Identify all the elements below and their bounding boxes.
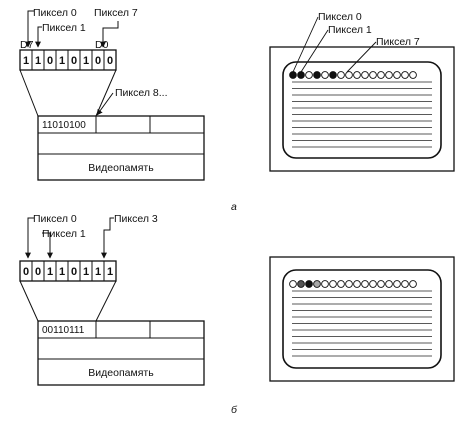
bit-d5: 1 [47,266,53,278]
screen-pixel [401,71,409,79]
screen-pixel [409,71,417,79]
bit-d2: 1 [83,266,89,278]
bit-d2: 1 [83,55,89,67]
funnel-right [95,280,117,322]
label-pixel-8: Пиксел 8... [115,87,168,99]
screen-pixel [289,280,297,288]
screen-label-pixel-7: Пиксел 7 [376,36,420,48]
funnel-right [95,69,117,117]
byte-bits: 0 0 1 1 0 1 1 1 [23,266,113,278]
screen-pixel [313,71,321,79]
bit-d0: 0 [107,55,113,67]
register-value: 00110111 [42,325,85,336]
caption-a: а [231,201,237,213]
bit-d4: 1 [59,266,65,278]
label-pixel-0: Пиксел 0 [33,213,77,225]
bit-d4: 1 [59,55,65,67]
screen-pixel [297,280,305,288]
bit-d3: 0 [71,55,77,67]
arrow-pixel-3 [101,217,114,259]
screen-pixel [345,71,353,79]
screen-pixel [393,280,401,288]
screen-pixel [321,280,329,288]
screen-pixel [337,280,345,288]
screen-pixel [289,71,297,79]
bit-d6: 0 [35,266,41,278]
caption-b: б [231,404,238,416]
screen-pixel [337,71,345,79]
screen-leader-pixel-1 [300,29,329,73]
label-pixel-7: Пиксел 7 [94,7,138,19]
arrow-pixel-7 [100,21,119,48]
bit-d5: 0 [47,55,53,67]
screen-pixel [361,71,369,79]
screen-pixel [385,280,393,288]
bit-d7: 0 [23,266,29,278]
funnel-left [19,69,39,117]
arrow-pixel-8 [96,92,114,116]
arrow-pixel-0 [25,10,34,48]
byte-dividers [31,50,105,70]
screen-scanlines [292,290,432,357]
screen-pixel [345,280,353,288]
register-value: 11010100 [42,120,86,131]
bit-d6: 1 [35,55,41,67]
byte-bits: 1 1 0 1 0 1 0 0 [23,55,113,67]
video-memory-label: Видеопамять [88,162,154,174]
video-memory-block [37,115,205,181]
screen-pixel [329,71,337,79]
label-pixel-1: Пиксел 1 [42,228,86,240]
bit-d1: 1 [95,266,101,278]
screen-pixel [313,280,321,288]
screen-label-pixel-0: Пиксел 0 [318,11,362,23]
arrow-pixel-0 [25,217,34,259]
bit-d3: 0 [71,266,77,278]
byte-dividers [31,261,105,281]
screen-pixel [321,71,329,79]
screen-scanlines [292,81,432,148]
screen-pixel [369,71,377,79]
label-pixel-3: Пиксел 3 [114,213,158,225]
arrow-pixel-1 [35,26,42,48]
screen-pixel [297,71,305,79]
screen-pixel [305,71,313,79]
screen-pixel [377,280,385,288]
figure-a: Пиксел 0 Пиксел 1 Пиксел 7 D7 D0 1 1 0 1… [19,7,455,213]
screen-pixel [377,71,385,79]
funnel-left [19,280,39,322]
screen-pixel [361,280,369,288]
screen-leader-pixel-7 [346,41,377,73]
screen-pixel-row [289,280,417,288]
screen-pixel [409,280,417,288]
arrow-pixel-1 [42,232,53,259]
video-memory-label: Видеопамять [88,367,154,379]
label-pixel-0: Пиксел 0 [33,7,77,19]
label-d7: D7 [20,39,34,51]
screen-pixel [385,71,393,79]
screen-label-pixel-1: Пиксел 1 [328,24,372,36]
screen-pixel [329,280,337,288]
label-pixel-1: Пиксел 1 [42,22,86,34]
screen-pixel [305,280,313,288]
screen-leader-pixel-0 [292,16,319,73]
screen-pixel [401,280,409,288]
screen-display [282,269,442,369]
label-d0: D0 [95,39,109,51]
screen-pixel [353,280,361,288]
bit-d0: 1 [107,266,113,278]
screen-pixel [369,280,377,288]
screen-pixel [353,71,361,79]
figure-b: Пиксел 0 Пиксел 1 Пиксел 3 0 0 1 1 0 1 1… [19,213,455,416]
bit-d1: 0 [95,55,101,67]
video-memory-block [37,320,205,386]
screen-pixel [393,71,401,79]
bit-d7: 1 [23,55,29,67]
